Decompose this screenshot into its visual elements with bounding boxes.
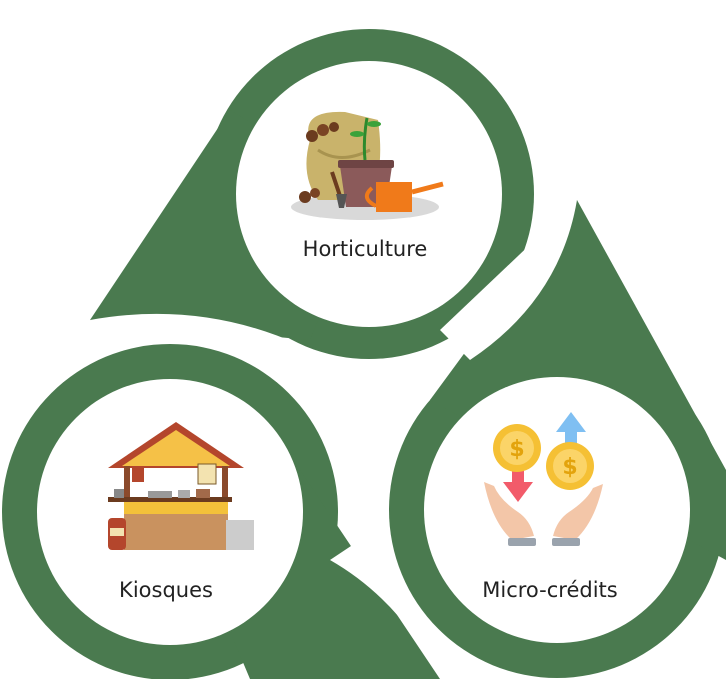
money-exchange-icon: $ $ xyxy=(484,412,603,546)
label-microcredits: Micro-crédits xyxy=(482,578,617,602)
svg-text:$: $ xyxy=(509,437,524,462)
svg-text:$: $ xyxy=(562,455,577,480)
label-kiosques: Kiosques xyxy=(119,578,213,602)
market-stall-icon xyxy=(108,422,254,550)
gardening-icon xyxy=(291,111,444,220)
disc-microcredits xyxy=(424,377,690,643)
label-horticulture: Horticulture xyxy=(303,237,428,261)
